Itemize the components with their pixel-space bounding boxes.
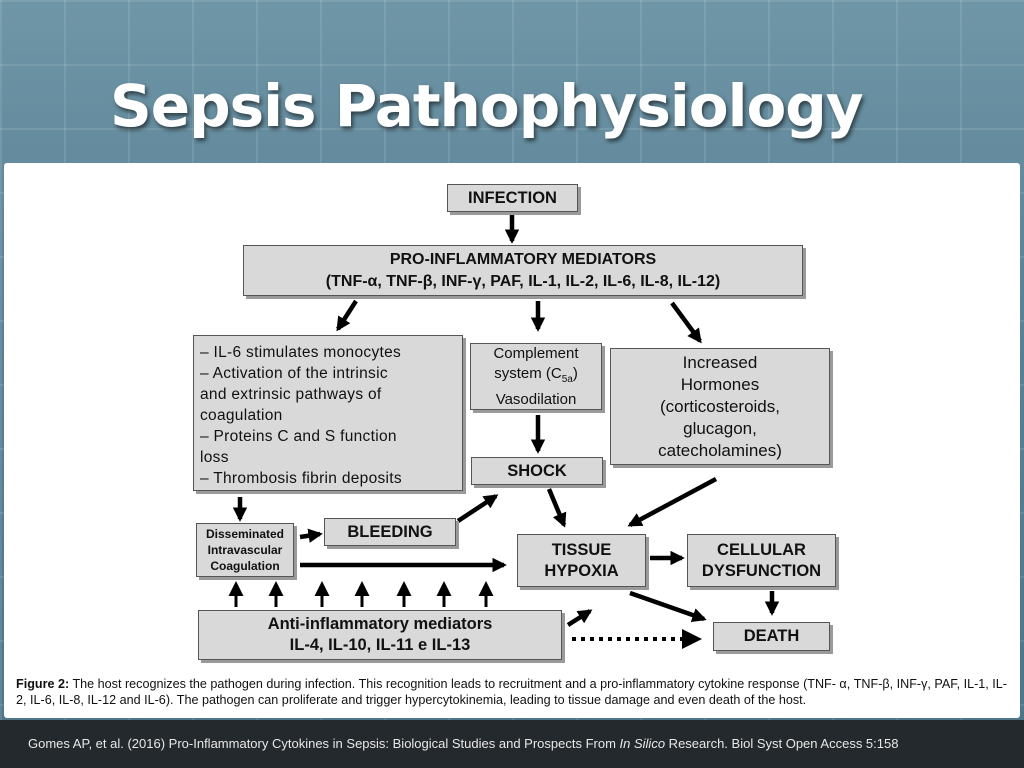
hormones-line: catecholamines): [658, 440, 782, 460]
hormones-line: Hormones: [680, 374, 760, 394]
coagulation-item: – Proteins C and S function: [200, 428, 397, 445]
coagulation-item: coagulation: [200, 407, 283, 424]
cellular-dysfunction-line: CELLULAR: [717, 540, 806, 559]
arrow-dic-to-bleeding: [299, 528, 323, 543]
pro-inflammatory-mediators: (TNF-α, TNF-β, INF-γ, PAF, IL-1, IL-2, I…: [325, 272, 721, 290]
dic-line: Disseminated: [205, 527, 285, 541]
hormones-line: Increased: [682, 352, 758, 372]
citation-footer: Gomes AP, et al. (2016) Pro-Inflammatory…: [0, 720, 1024, 768]
dic-line: Intravascular: [207, 543, 283, 557]
dic-line: Coagulation: [210, 559, 280, 573]
death-label: DEATH: [743, 627, 800, 645]
arrow-hypoxia-to-death: [629, 590, 707, 622]
arrow-anti-to-hypoxia: [566, 609, 593, 627]
coagulation-item: loss: [200, 449, 229, 466]
coagulation-item: – IL-6 stimulates monocytes: [200, 344, 402, 361]
coagulation-item: – Activation of the intrinsic: [200, 365, 388, 382]
caption-text: The host recognizes the pathogen during …: [16, 677, 1007, 707]
figure-panel: INFECTION PRO-INFLAMMATORY MEDIATORS (TN…: [4, 163, 1020, 718]
pro-inflammatory-title: PRO-INFLAMMATORY MEDIATORS: [389, 250, 657, 268]
coagulation-item: – Thrombosis fibrin deposits: [200, 470, 402, 487]
complement-line3: Vasodilation: [495, 390, 577, 408]
death-box: DEATH: [713, 622, 830, 651]
bleeding-label: BLEEDING: [347, 522, 433, 541]
complement-line2-post: ): [572, 364, 578, 382]
complement-line2-pre: system (C: [494, 364, 562, 382]
arrow-pro-to-hormones: [670, 301, 702, 344]
cellular-dysfunction-box: CELLULAR DYSFUNCTION: [687, 534, 836, 587]
tissue-hypoxia-line: TISSUE: [551, 540, 612, 559]
coagulation-item: and extrinsic pathways of: [200, 386, 382, 403]
citation-italic: In Silico: [619, 736, 666, 751]
citation-text: Gomes AP, et al. (2016) Pro-Inflammatory…: [28, 736, 1018, 751]
shock-label: SHOCK: [507, 461, 567, 480]
pro-inflammatory-box: PRO-INFLAMMATORY MEDIATORS (TNF-α, TNF-β…: [243, 245, 803, 296]
caption-label: Figure 2:: [16, 677, 70, 691]
infection-label: INFECTION: [468, 188, 557, 207]
arrow-shock-to-hypoxia: [546, 488, 567, 528]
arrow-bleeding-to-shock: [456, 494, 499, 523]
citation-after: Research. Biol Syst Open Access 5:158: [665, 736, 899, 751]
shock-box: SHOCK: [471, 457, 603, 485]
hormones-line: glucagon,: [683, 418, 757, 438]
anti-inflammatory-title: Anti-inflammatory mediators: [267, 615, 493, 633]
complement-line1: Complement: [493, 344, 579, 362]
hormones-box: Increased Hormones (corticosteroids, glu…: [610, 348, 830, 465]
hormones-line: (corticosteroids,: [660, 396, 780, 416]
dic-box: Disseminated Intravascular Coagulation: [196, 523, 294, 577]
cellular-dysfunction-line: DYSFUNCTION: [701, 561, 822, 580]
bleeding-box: BLEEDING: [324, 518, 456, 546]
tissue-hypoxia-line: HYPOXIA: [544, 561, 619, 580]
arrow-pro-to-coagulation: [336, 299, 358, 332]
infection-box: INFECTION: [447, 184, 578, 212]
complement-subscript: 5a: [561, 373, 573, 385]
coagulation-effects-box: – IL-6 stimulates monocytes – Activation…: [193, 335, 463, 491]
complement-box: Complement system (C5a) Vasodilation: [470, 343, 602, 410]
anti-inflammatory-box: Anti-inflammatory mediators IL-4, IL-10,…: [198, 610, 562, 660]
complement-line2: system (C5a): [494, 364, 578, 390]
anti-inflammatory-mediators: IL-4, IL-10, IL-11 e IL-13: [289, 636, 471, 654]
citation-before: Gomes AP, et al. (2016) Pro-Inflammatory…: [28, 736, 620, 751]
diagram-arrows: [228, 214, 780, 649]
arrow-hormones-to-hypoxia: [627, 477, 718, 527]
slide-title: Sepsis Pathophysiology: [110, 72, 864, 140]
figure-caption: Figure 2: The host recognizes the pathog…: [16, 676, 1012, 708]
tissue-hypoxia-box: TISSUE HYPOXIA: [517, 534, 646, 587]
